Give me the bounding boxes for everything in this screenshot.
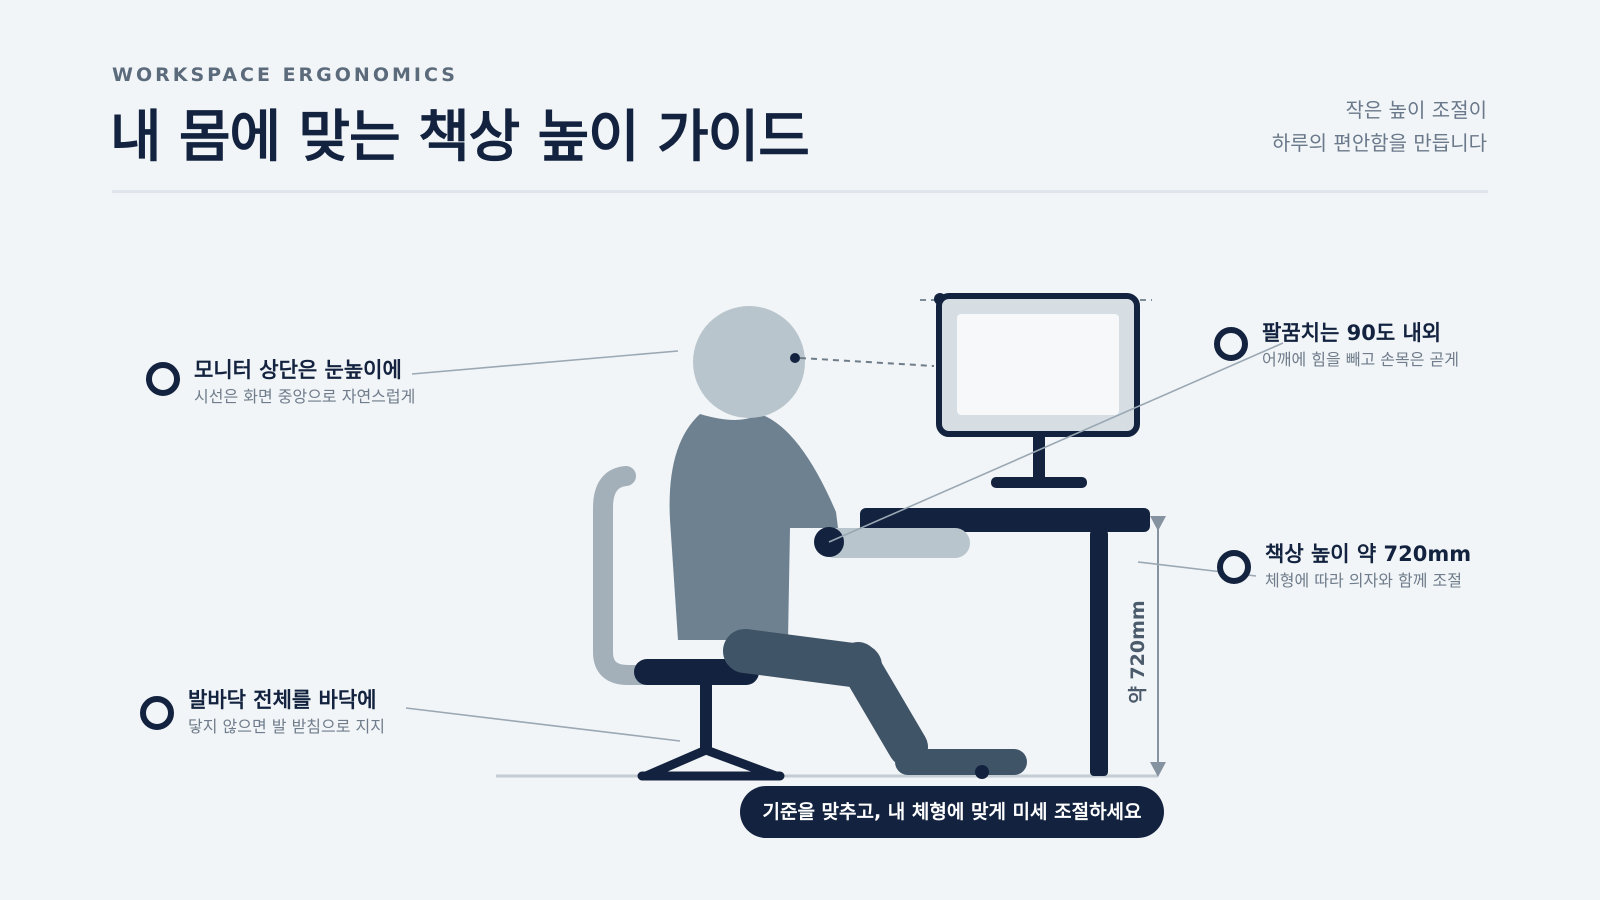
chair-base (637, 745, 785, 781)
callout-feet-subtitle: 닿지 않으면 발 받침으로 지지 (188, 717, 385, 736)
eyebrow-label: WORKSPACE ERGONOMICS (112, 64, 458, 86)
monitor (920, 293, 1152, 488)
tagline-line-1: 작은 높이 조절이 (1345, 98, 1487, 122)
desk-height-dimension: 약 720mm (1127, 516, 1166, 777)
callout-ring-icon (1214, 327, 1248, 361)
sightline (799, 357, 935, 367)
dimension-label: 약 720mm (1127, 600, 1149, 703)
callout-desk-subtitle: 체형에 따라 의자와 함께 조절 (1265, 571, 1462, 590)
callout-monitor-title: 모니터 상단은 눈높이에 (194, 358, 402, 382)
tagline: 작은 높이 조절이 하루의 편안함을 만듭니다 (1272, 94, 1487, 160)
person-head (693, 306, 805, 418)
eye-marker (790, 353, 800, 363)
monitor-screen (957, 314, 1119, 415)
footer-note-pill: 기준을 맞추고, 내 체형에 맞게 미세 조절하세요 (740, 786, 1164, 838)
person-shin (838, 642, 928, 767)
chair-backrest (593, 466, 660, 685)
ankle-marker (975, 765, 989, 779)
monitor-neck (1033, 434, 1045, 478)
callout-feet-title: 발바닥 전체를 바닥에 (188, 688, 377, 712)
header-divider (112, 190, 1488, 193)
callout-ring-icon (140, 696, 174, 730)
leader-feet (405, 707, 681, 742)
chair-post (700, 684, 712, 754)
callout-elbow-subtitle: 어깨에 힘을 빼고 손목은 곧게 (1262, 350, 1459, 369)
desk-top (860, 508, 1150, 532)
dimension-arrow-top (1150, 516, 1166, 531)
callout-monitor-subtitle: 시선은 화면 중앙으로 자연스럽게 (194, 387, 416, 406)
person-forearm (820, 528, 970, 558)
chair-seat (634, 659, 759, 685)
person-torso (669, 414, 838, 640)
page-title: 내 몸에 맞는 책상 높이 가이드 (110, 105, 810, 170)
callout-ring-icon (1217, 550, 1251, 584)
leader-elbow (828, 342, 1284, 543)
callout-desk-title: 책상 높이 약 720mm (1265, 542, 1472, 566)
desk-leg (1090, 530, 1108, 776)
dimension-arrow-bottom (1150, 762, 1166, 777)
monitor-base (991, 477, 1087, 488)
tagline-line-2: 하루의 편안함을 만듭니다 (1271, 131, 1487, 155)
desk (860, 508, 1150, 776)
leader-monitor (411, 350, 679, 375)
callout-elbow-title: 팔꿈치는 90도 내외 (1262, 321, 1442, 345)
callout-ring-icon (146, 362, 180, 396)
chair (593, 466, 785, 781)
